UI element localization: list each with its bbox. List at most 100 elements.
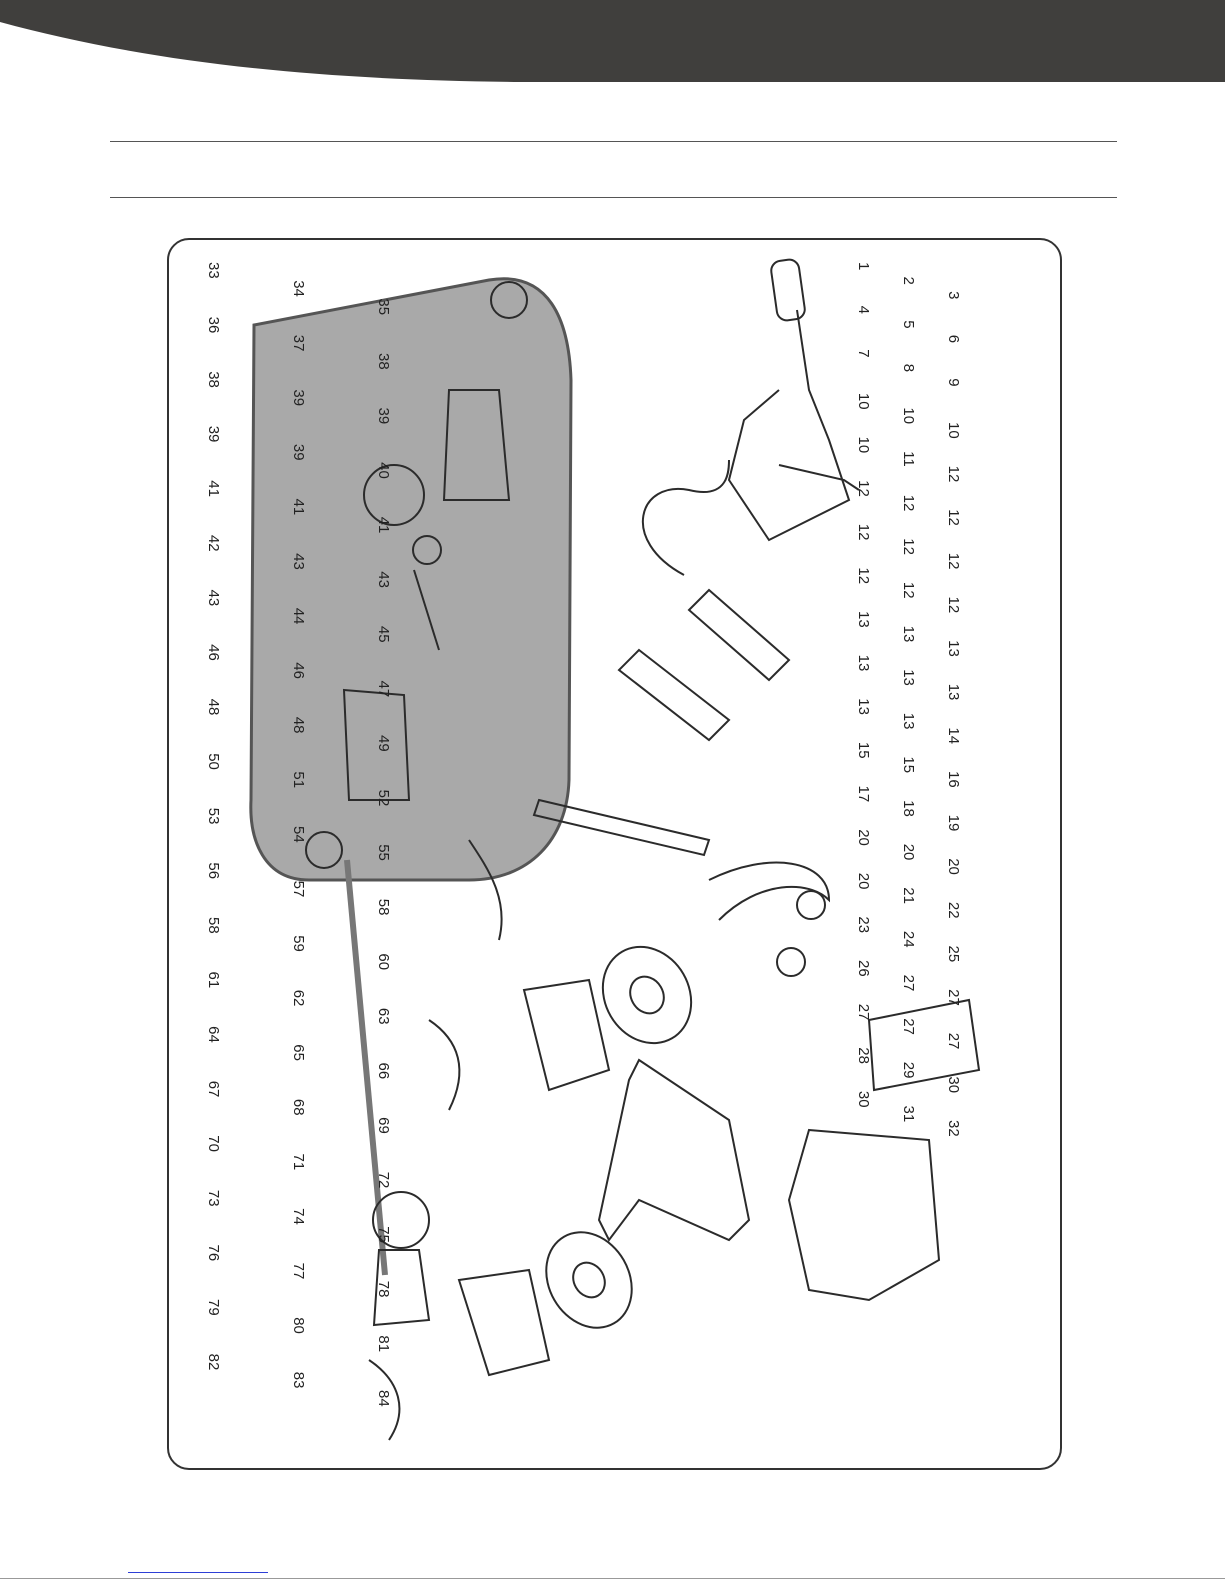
gearbox-housing (372, 1249, 431, 1327)
callout-label: 1 (855, 262, 872, 270)
callout-label: 13 (900, 713, 917, 730)
callout-label: 64 (205, 1026, 222, 1043)
handle-lever (778, 464, 860, 491)
depth-bar (532, 798, 711, 857)
callout-label: 33 (205, 262, 222, 279)
callout-label: 13 (900, 669, 917, 686)
header-band (0, 0, 1225, 82)
callout-label: 43 (375, 571, 392, 588)
inset-worm-shaft (413, 569, 440, 651)
callout-label: 75 (375, 1226, 392, 1243)
callout-label: 58 (205, 917, 222, 934)
callout-label: 13 (855, 611, 872, 628)
callout-label: 36 (205, 317, 222, 334)
callout-label: 2 (900, 277, 917, 285)
throttle-cable (641, 459, 730, 576)
callout-label: 39 (290, 389, 307, 406)
callout-label: 45 (375, 626, 392, 643)
callouts: 1234567891010101011121212121212121212121… (205, 262, 962, 1407)
line-art (305, 258, 981, 1441)
callout-label: 56 (205, 862, 222, 879)
callout-label: 17 (855, 786, 872, 803)
callout-label: 27 (855, 1004, 872, 1021)
drive-belt (708, 861, 831, 921)
inset-gear (412, 535, 442, 565)
callout-label: 14 (945, 727, 962, 744)
callout-label: 60 (375, 953, 392, 970)
callout-label: 46 (290, 662, 307, 679)
engine-block (787, 1128, 941, 1302)
callout-label: 67 (205, 1081, 222, 1098)
callout-label: 55 (375, 844, 392, 861)
callout-label: 27 (945, 1033, 962, 1050)
callout-label: 44 (290, 608, 307, 625)
callout-label: 10 (855, 437, 872, 454)
callout-label: 57 (290, 881, 307, 898)
callout-label: 3 (945, 291, 962, 299)
callout-label: 42 (205, 535, 222, 552)
page-bottom-rule (0, 1578, 1225, 1579)
callout-label: 62 (290, 990, 307, 1007)
callout-label: 69 (375, 1117, 392, 1134)
callout-label: 39 (290, 444, 307, 461)
callout-label: 65 (290, 1044, 307, 1061)
callout-label: 12 (900, 538, 917, 555)
callout-label: 74 (290, 1208, 307, 1225)
callout-label: 10 (945, 422, 962, 439)
callout-label: 83 (290, 1372, 307, 1389)
callout-label: 76 (205, 1245, 222, 1262)
inset-pulley (363, 464, 425, 526)
callout-label: 12 (945, 509, 962, 526)
callout-label: 41 (205, 480, 222, 497)
callout-label: 13 (855, 698, 872, 715)
callout-label: 48 (205, 699, 222, 716)
footer-link-underline[interactable] (128, 1572, 268, 1573)
callout-label: 59 (290, 935, 307, 952)
header-rule-bottom (110, 197, 1117, 198)
callout-label: 52 (375, 790, 392, 807)
callout-label: 12 (855, 524, 872, 541)
callout-label: 8 (900, 364, 917, 372)
inset-panel (249, 277, 573, 882)
callout-label: 78 (375, 1281, 392, 1298)
belt-guard (867, 998, 981, 1092)
callout-label: 12 (900, 495, 917, 512)
callout-label: 18 (900, 800, 917, 817)
callout-label: 13 (945, 684, 962, 701)
callout-label: 12 (945, 597, 962, 614)
callout-label: 4 (855, 306, 872, 314)
inset-hub-bottom (305, 831, 343, 869)
callout-label: 20 (945, 858, 962, 875)
callout-label: 5 (900, 320, 917, 328)
callout-label: 22 (945, 902, 962, 919)
callout-label: 12 (945, 553, 962, 570)
rear-wheel (545, 1231, 633, 1329)
callout-label: 20 (855, 873, 872, 890)
callout-label: 12 (945, 466, 962, 483)
tine-set-1 (468, 839, 503, 941)
callout-label: 10 (900, 407, 917, 424)
front-wheel-hub (629, 975, 665, 1015)
callout-label: 19 (945, 815, 962, 832)
callout-label: 15 (855, 742, 872, 759)
inset-gear-housing-bottom (342, 688, 411, 801)
inset-gear-housing-top (442, 389, 511, 501)
callout-label: 30 (945, 1076, 962, 1093)
diagram-canvas: 1234567891010101011121212121212121212121… (205, 258, 981, 1441)
callout-label: 15 (900, 756, 917, 773)
callout-label: 43 (205, 590, 222, 607)
callout-label: 27 (900, 1018, 917, 1035)
callout-label: 12 (855, 480, 872, 497)
callout-label: 54 (290, 826, 307, 843)
callout-label: 81 (375, 1335, 392, 1352)
callout-label: 11 (900, 451, 917, 467)
callout-label: 28 (855, 1047, 872, 1064)
callout-label: 70 (205, 1135, 222, 1152)
callout-label: 21 (900, 887, 917, 904)
rear-wheel-hub (572, 1261, 606, 1299)
callout-label: 82 (205, 1354, 222, 1371)
callout-label: 13 (945, 640, 962, 657)
frame-bracket-2 (617, 648, 731, 742)
callout-label: 63 (375, 1008, 392, 1025)
